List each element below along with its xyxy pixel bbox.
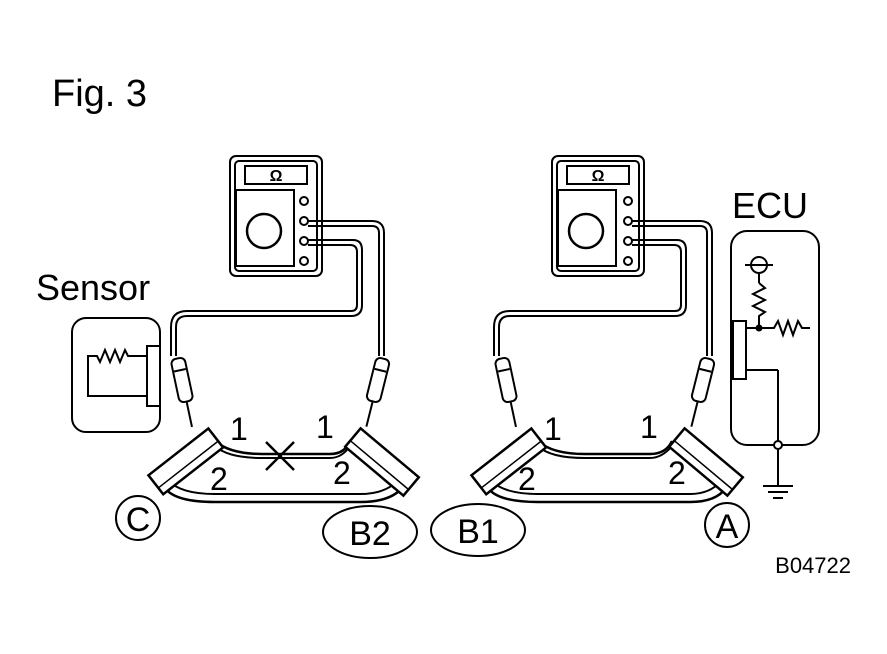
ecu-box (730, 230, 820, 450)
svg-text:B2: B2 (349, 515, 391, 553)
connector-c-label: C (115, 495, 161, 541)
probe-left-b2 (365, 357, 391, 427)
connector-b2-body (343, 426, 421, 498)
svg-text:A: A (716, 508, 739, 546)
connector-a-label: A (704, 502, 750, 548)
pin-1-b2: 1 (316, 409, 334, 445)
connector-b1-body (469, 426, 548, 496)
ohmmeter-left (229, 155, 323, 277)
probe-right-a (690, 357, 716, 427)
probe-right-b1 (494, 356, 518, 428)
svg-text:C: C (126, 501, 151, 539)
figure-code: B04722 (775, 553, 851, 578)
figure-title: Fig. 3 (52, 73, 147, 115)
test-leads-right (493, 220, 713, 356)
pin-2-a: 2 (668, 455, 686, 491)
test-leads-left (170, 220, 385, 356)
sensor-box (71, 317, 161, 433)
connector-b1-label: B1 (430, 503, 526, 557)
pin-2-c: 2 (210, 461, 228, 497)
probe-left-c (170, 356, 194, 428)
harness-right (486, 440, 728, 504)
pin-1-b1: 1 (544, 411, 562, 447)
pin-2-b2: 2 (333, 455, 351, 491)
ohm-symbol-left: Ω (270, 168, 283, 185)
connector-a-body (667, 426, 745, 498)
svg-text:B1: B1 (457, 513, 499, 551)
sensor-label: Sensor (36, 267, 150, 308)
pin-1-a: 1 (640, 409, 658, 445)
open-circuit-mark (265, 441, 295, 471)
ohm-symbol-right: Ω (592, 168, 605, 185)
connector-b2-label: B2 (322, 505, 418, 559)
pin-2-b1: 2 (518, 461, 536, 497)
ground-icon (763, 449, 793, 499)
ohmmeter-right (551, 155, 645, 277)
ecu-label: ECU (732, 185, 808, 226)
pin-1-c: 1 (230, 411, 248, 447)
connector-c-body (146, 426, 225, 496)
